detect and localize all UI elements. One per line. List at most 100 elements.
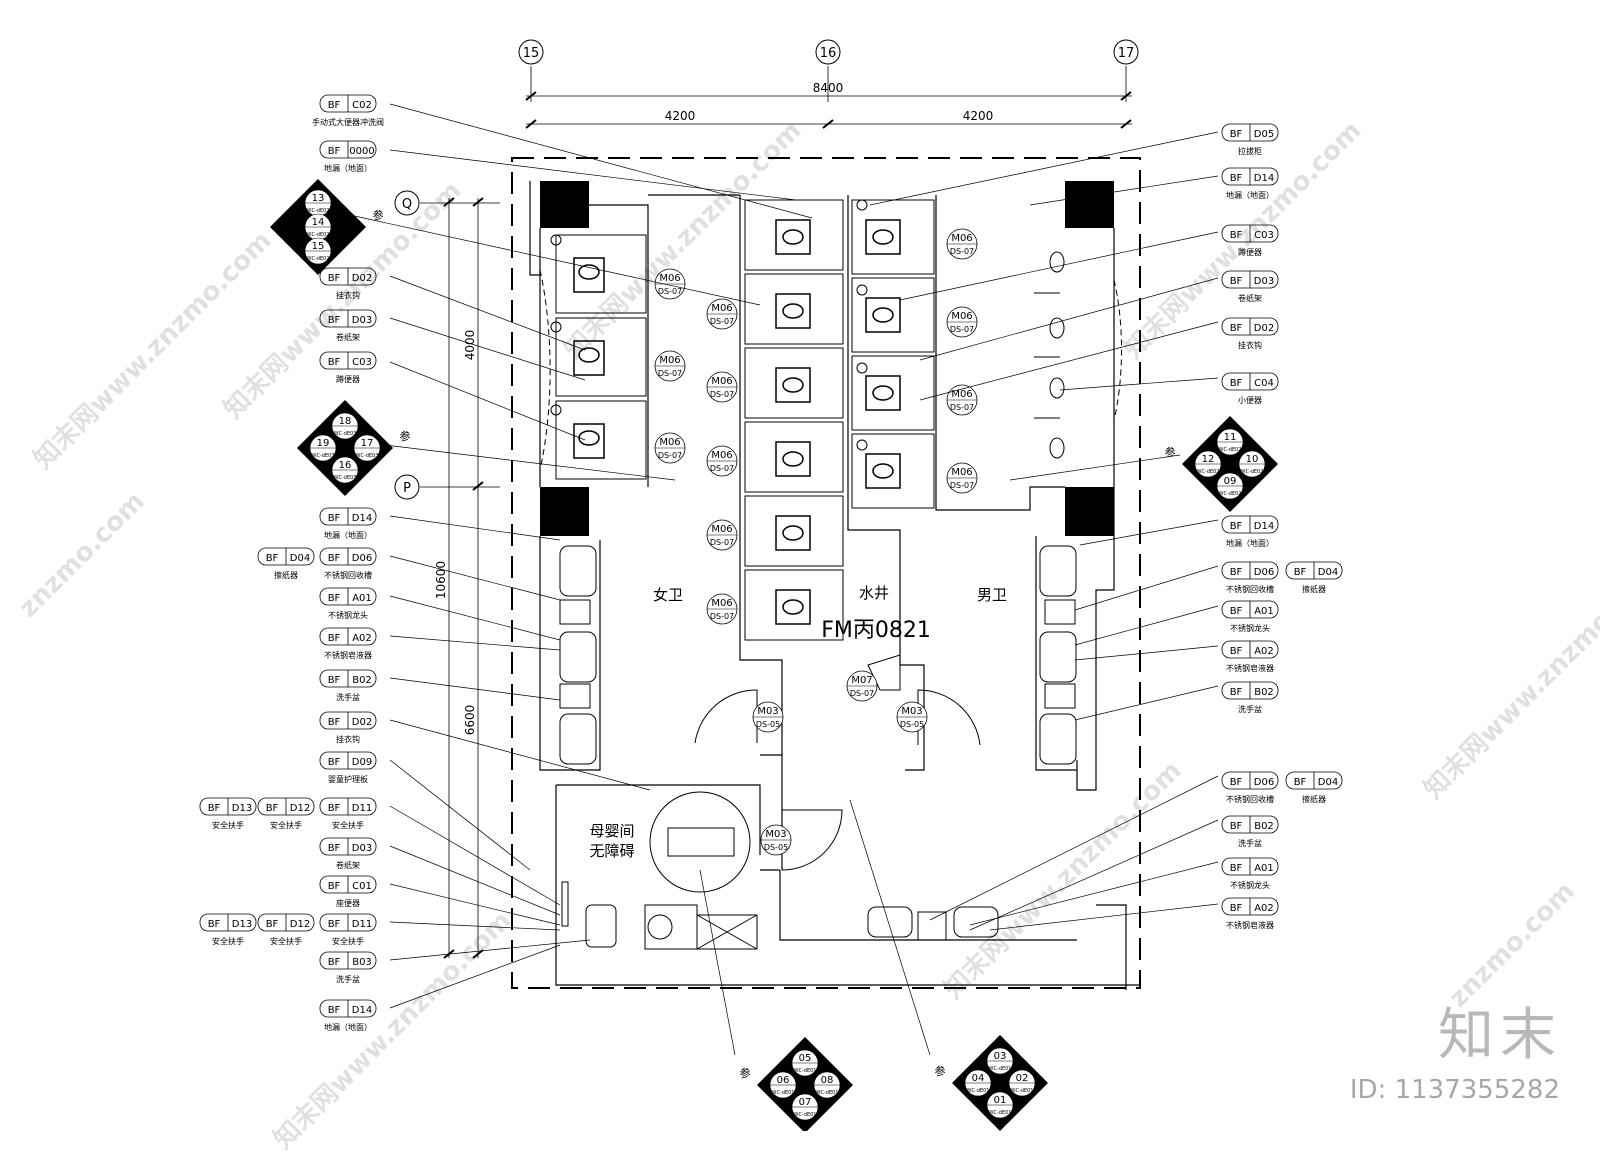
column-top-right [1065,181,1114,228]
callout-prefix: BF [208,803,221,814]
accessible-fixtures [561,827,758,950]
urinal-icons [1034,251,1065,459]
callout-label: 婴童护理板 [328,774,368,784]
callout-prefix: BF [328,357,341,368]
index-ref: WC-dE02 [307,232,330,238]
door-mark-spec: DS-07 [710,390,734,399]
door-mark-code: M03 [901,706,922,717]
grid-axis-label: 17 [1118,46,1135,61]
callout-code: A02 [1254,646,1274,657]
index-ref: WC-dE01 [794,1112,817,1118]
floor-drains [550,199,868,451]
callout-prefix: BF [1230,323,1243,334]
callout-label: 小便器 [1238,395,1262,405]
callout-prefix: BF [328,553,341,564]
index-ref: WC-dE02 [1241,469,1264,475]
callout-prefix: BF [1230,567,1243,578]
callout-prefix: BF [328,100,341,111]
callout-label: 地漏（地面） [1226,190,1274,200]
door-mark-spec: DS-07 [950,247,974,256]
door-mark-spec: DS-07 [710,612,734,621]
callout-code: D12 [290,803,310,814]
callout-code: D11 [352,803,372,814]
callout-label: 卷纸架 [336,332,360,342]
callout-code: D02 [352,717,372,728]
index-number: 14 [312,217,325,228]
dimension-top [525,91,1132,129]
callout-code: D11 [352,919,372,930]
door-mark-spec: DS-07 [658,369,682,378]
index-ref: WC-dE03 [334,475,357,481]
index-number: 03 [994,1051,1007,1062]
callout-code: A01 [1254,863,1274,874]
grid-row-q: Q [394,190,500,216]
callout-label: 卷纸架 [1238,293,1262,303]
index-note: 参 [740,1066,751,1080]
callout-prefix: BF [328,957,341,968]
index-number: 09 [1224,476,1237,487]
callout-code: D13 [232,803,252,814]
callout-label: 擦纸器 [274,570,298,580]
callout-label: 安全扶手 [270,936,302,946]
index-number: 06 [777,1075,790,1086]
grid-row-label: Q [402,197,412,212]
door-mark-spec: DS-07 [710,317,734,326]
index-number: 16 [339,460,352,471]
callout-code: B02 [1254,687,1274,698]
callout-prefix: BF [1230,777,1243,788]
callout-label: 不锈钢龙头 [1230,623,1270,633]
grid-row-label: P [403,481,411,496]
door-mark-code: M03 [757,706,778,717]
callout-code: D13 [232,919,252,930]
door-mark-code: M06 [711,598,732,609]
squat-toilet-icons [573,219,901,625]
callout-label: 安全扶手 [332,936,364,946]
door-mark-code: M06 [951,467,972,478]
callout-code: C04 [1254,378,1274,389]
women-stalls-center [744,199,844,641]
callout-code: C03 [1254,230,1274,241]
callout-prefix: BF [1230,687,1243,698]
callout-prefix: BF [1230,129,1243,140]
callout-prefix: BF [1230,173,1243,184]
index-note: 参 [1165,445,1176,459]
callout-code: D04 [1318,777,1338,788]
callout-code: A02 [352,633,372,644]
index-number: 01 [994,1095,1007,1106]
index-number: 19 [317,438,330,449]
index-ref: WC-dE01 [772,1090,795,1096]
callout-prefix: BF [328,513,341,524]
index-ref: WC-dE01 [794,1068,817,1074]
door-mark-code: M06 [659,273,680,284]
door-mark-spec: DS-07 [710,538,734,547]
callout-label: 卷纸架 [336,860,360,870]
callout-label: 不锈钢皂液器 [1226,663,1274,673]
callout-code: D02 [1254,323,1274,334]
door-mark-code: M06 [711,303,732,314]
callout-code: D06 [352,553,372,564]
callout-prefix: BF [266,803,279,814]
